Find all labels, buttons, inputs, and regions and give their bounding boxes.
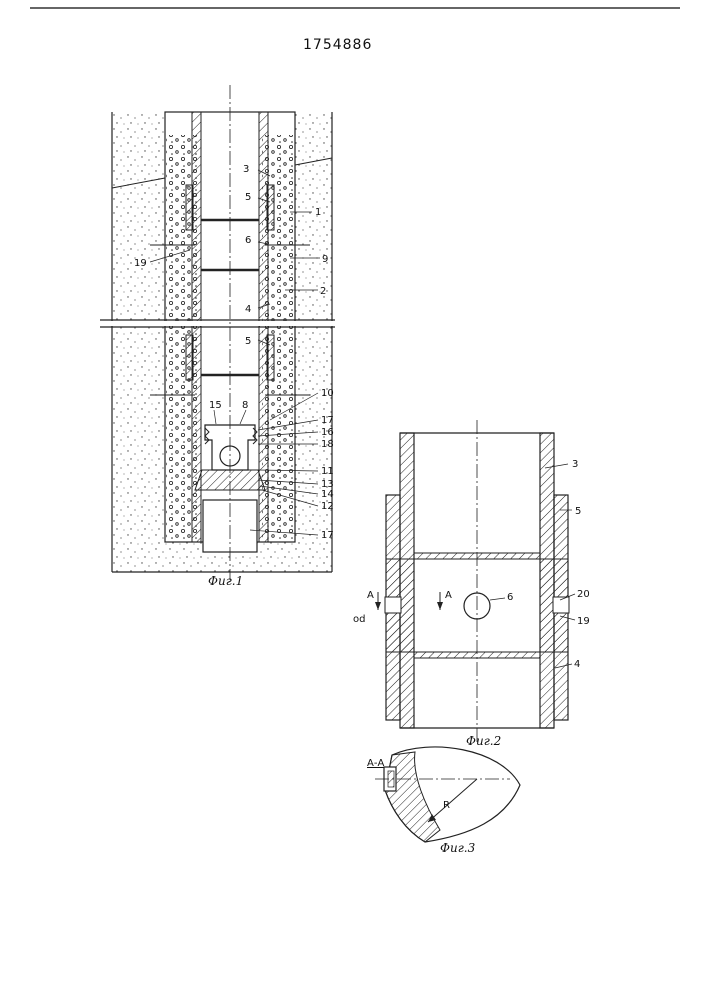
fig1-label: 4 [245,304,251,315]
fig2-label: 6 [507,592,513,603]
fig2-label: 5 [575,506,581,517]
fig2-label: 4 [574,659,580,670]
fig1-label: 5 [245,192,251,203]
fig2-label: оd [353,614,365,625]
fig1-label: 18 [321,439,334,450]
fig2-label: 3 [572,459,578,470]
fig1-caption: Фиг.1 [208,574,243,588]
fig1-label: 19 [134,258,147,269]
fig1-label: 10 [321,388,334,399]
fig1-label: 16 [321,427,334,438]
fig2-caption: Фиг.2 [466,734,501,748]
fig1-label: 8 [242,400,248,411]
fig1-label: 5 [245,336,251,347]
radius-label: R [443,800,450,811]
fig1-label: 11 [321,466,334,477]
figure-2: 3 5 6 20 19 4 A A оd Фиг.2 [353,420,590,748]
fig1-label: 1 [315,207,321,218]
fig2-label: A [445,590,452,601]
fig1-label: 9 [322,254,328,265]
fig1-label: 17 [321,530,334,541]
fig1-label: 12 [321,501,334,512]
fig2-label: 19 [577,616,590,627]
fig1-label: 2 [320,286,326,297]
fig2-label: 20 [577,589,590,600]
fig1-label: 3 [243,164,249,175]
fig1-label: 6 [245,235,251,246]
fig3-caption: Фиг.3 [440,841,476,855]
section-title: А-А [367,758,384,769]
fig1-label: 17 [321,415,334,426]
figure-3: А-А R Фиг.3 [367,747,520,855]
fig1-label: 14 [321,489,334,500]
figure-1: 3 5 6 4 5 1 9 2 19 15 8 10 17 16 18 11 1… [100,85,335,588]
fig1-label: 15 [209,400,222,411]
fig2-label: A [367,590,374,601]
